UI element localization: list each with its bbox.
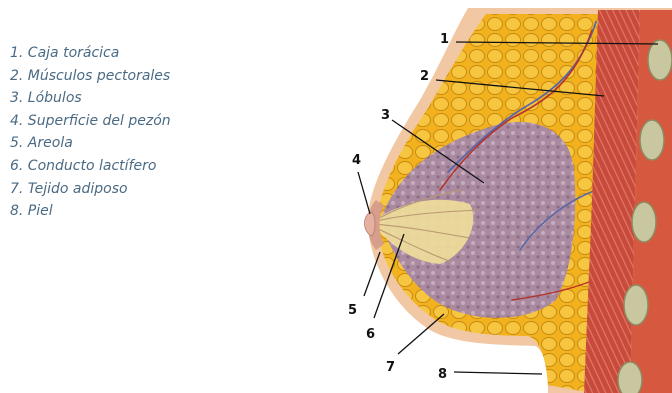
callout-1: 1: [440, 32, 449, 47]
leader-4: [358, 172, 370, 214]
callout-8: 8: [438, 367, 447, 382]
nipple-region: [365, 212, 376, 236]
callout-5: 5: [348, 303, 357, 318]
callout-2: 2: [420, 69, 429, 84]
callout-3: 3: [381, 108, 390, 123]
leader-8: [454, 372, 542, 374]
callout-7: 7: [386, 360, 395, 375]
leader-5: [364, 252, 380, 296]
callout-6: 6: [366, 327, 375, 342]
callout-4: 4: [352, 153, 361, 168]
